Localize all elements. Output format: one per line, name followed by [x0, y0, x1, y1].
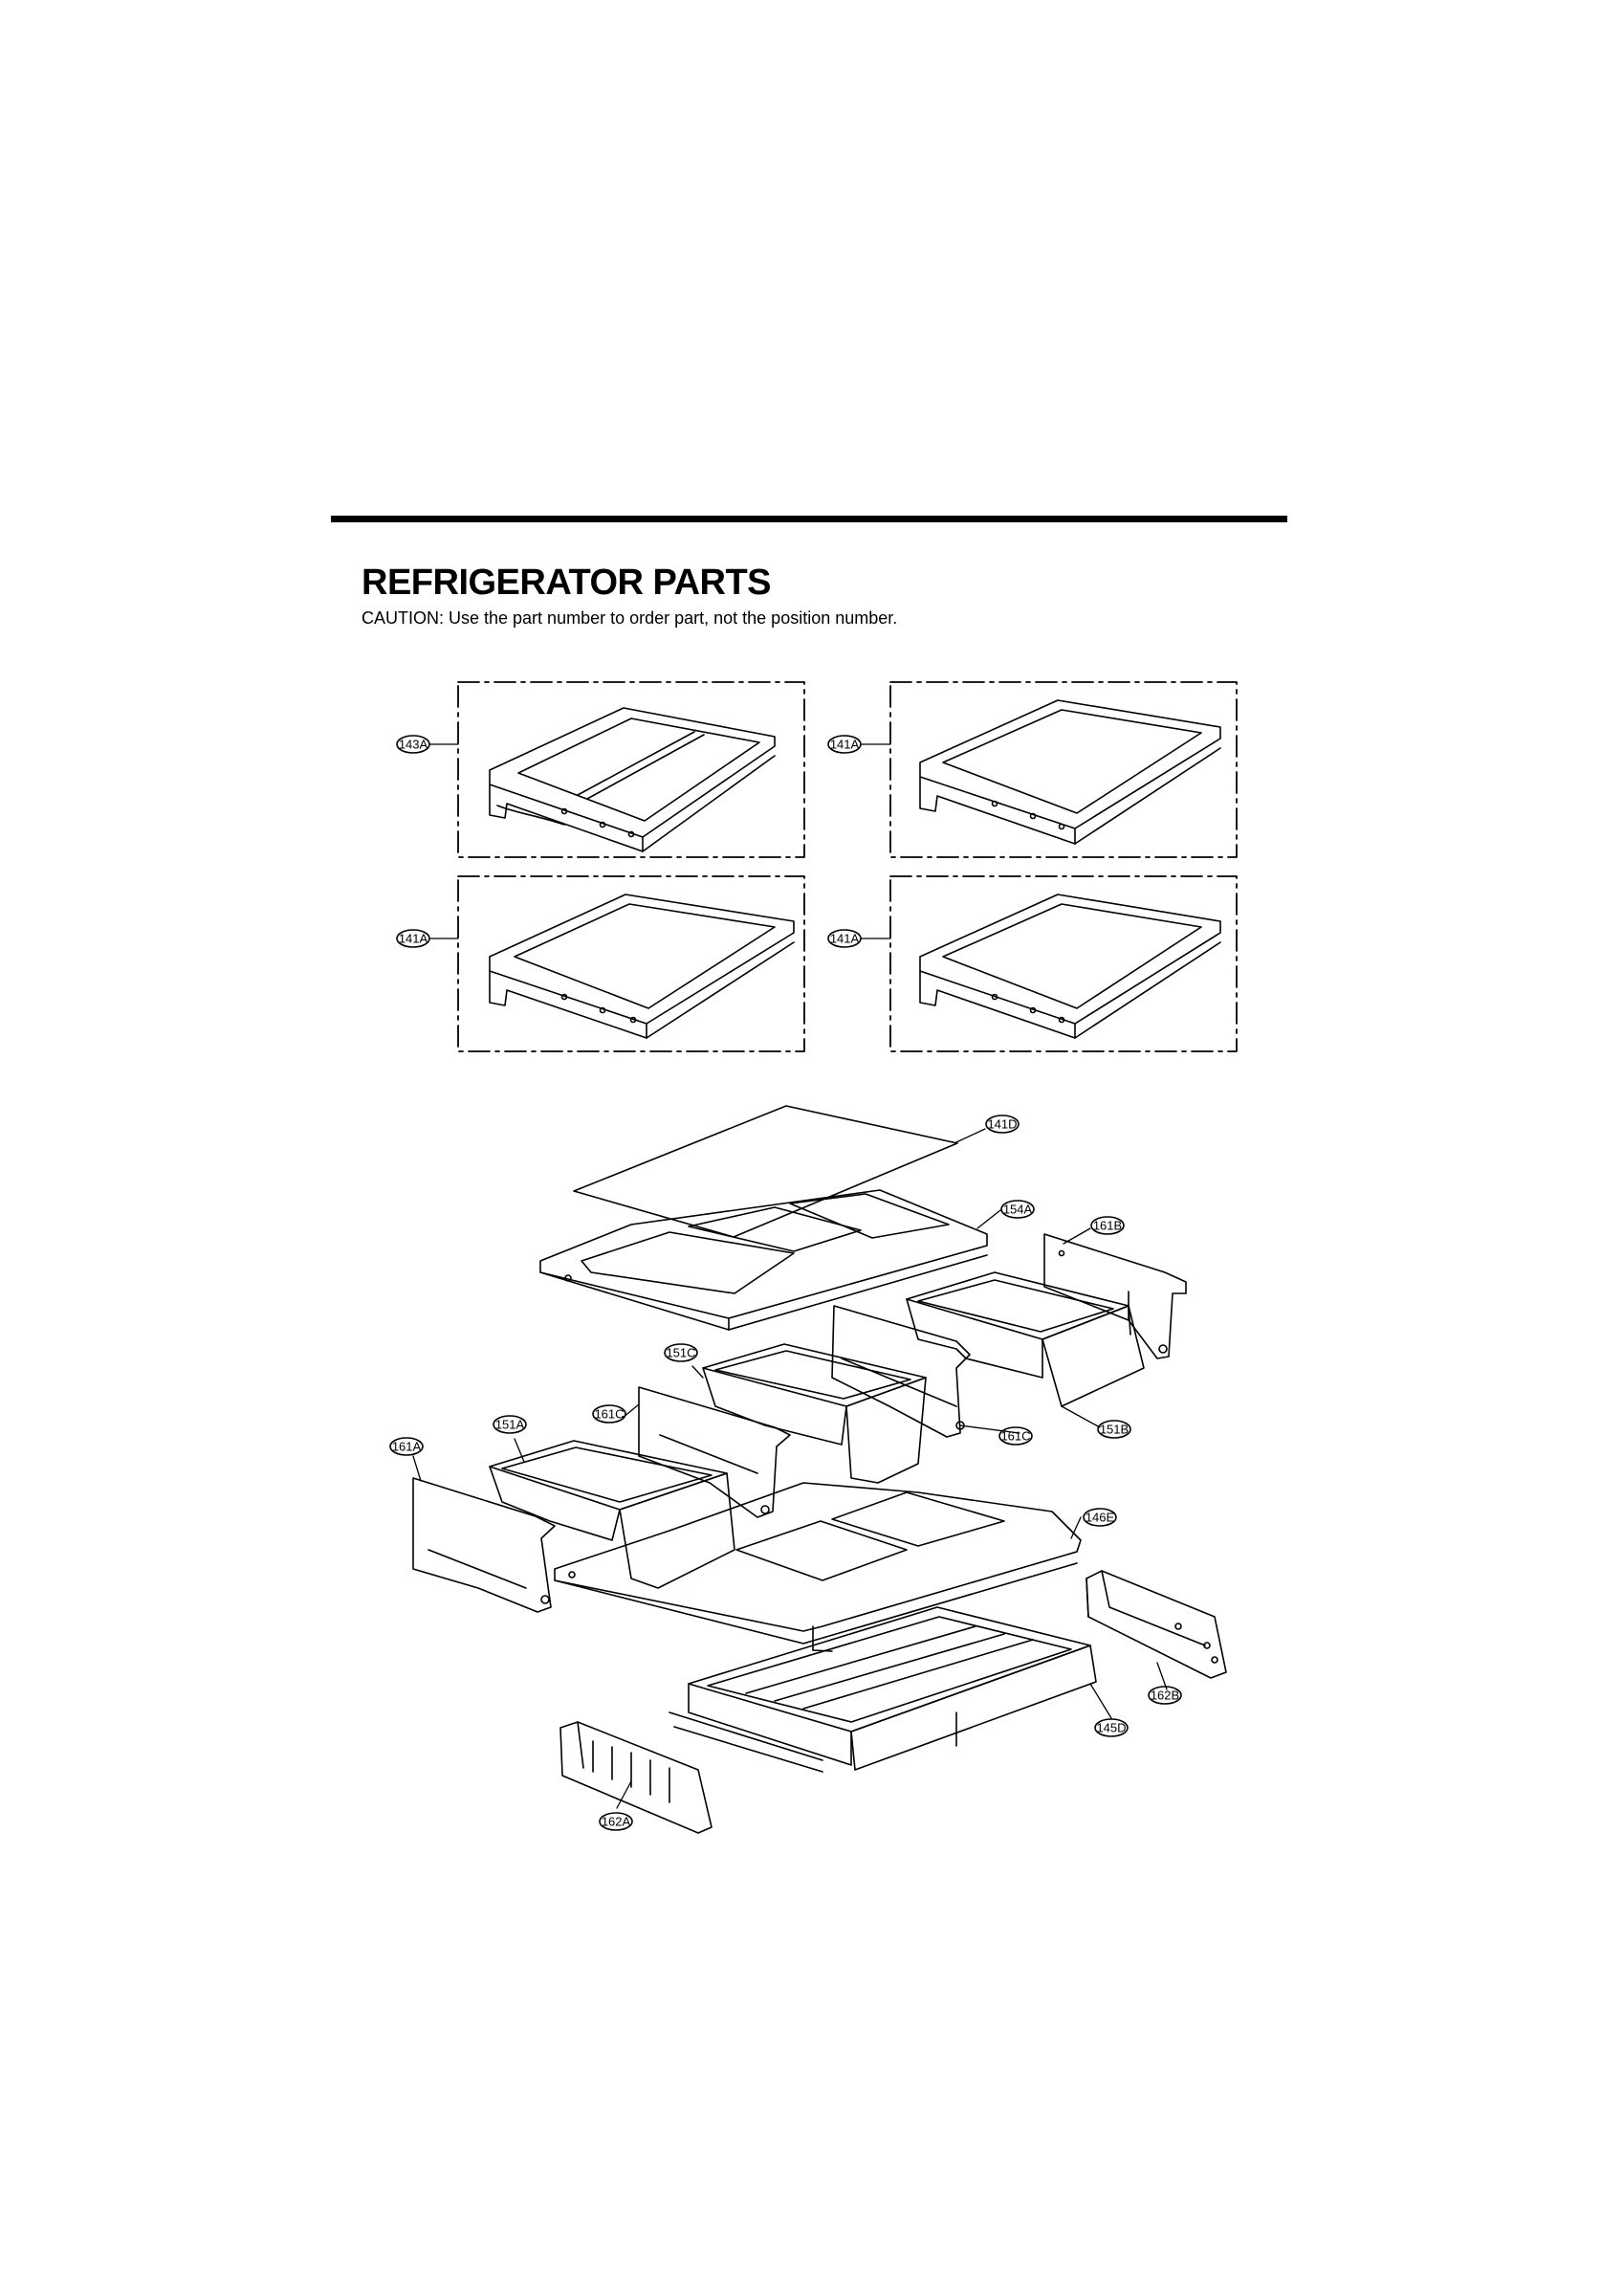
callout-141A-right: 141A	[827, 929, 862, 948]
shelf-143A	[489, 707, 776, 852]
shelf-141A-right	[919, 894, 1221, 1039]
crisper-drawer-151B	[906, 1271, 1145, 1407]
crisper-cover-154A	[539, 1189, 988, 1331]
callout-161B: 161B	[1090, 1216, 1125, 1235]
callout-151A-text: 151A	[495, 1418, 525, 1432]
callout-141D-text: 141D	[987, 1117, 1017, 1132]
callout-145D: 145D	[1094, 1718, 1129, 1737]
callout-161C-left-text: 161C	[594, 1407, 624, 1422]
shelf-frames	[457, 681, 1238, 1052]
callout-143A: 143A	[396, 735, 430, 754]
frame-143A	[457, 681, 805, 858]
shelf-141A-top	[919, 699, 1221, 845]
callout-151C: 151C	[664, 1343, 698, 1362]
callout-151B-text: 151B	[1100, 1423, 1129, 1437]
callout-146E: 146E	[1083, 1508, 1117, 1527]
divider-161A	[412, 1477, 556, 1613]
frame-141A-right	[889, 875, 1238, 1052]
leader-lines	[412, 743, 1168, 1809]
callout-151A: 151A	[493, 1415, 527, 1434]
callout-141A-top: 141A	[827, 735, 862, 754]
callout-161C-left: 161C	[592, 1404, 626, 1424]
page-title: REFRIGERATOR PARTS	[362, 563, 772, 603]
callout-161C-right: 161C	[998, 1426, 1033, 1446]
divider-161C-left	[638, 1386, 791, 1518]
frame-141A-top	[889, 681, 1238, 858]
bracket-162B	[1086, 1570, 1227, 1679]
callout-162B: 162B	[1148, 1686, 1182, 1705]
caution-note: CAUTION: Use the part number to order pa…	[362, 608, 898, 628]
callout-141A-left: 141A	[396, 929, 430, 948]
callout-141A-left-text: 141A	[399, 932, 428, 946]
callout-161C-right-text: 161C	[1000, 1429, 1030, 1444]
callout-146E-text: 146E	[1086, 1511, 1115, 1525]
callout-154A: 154A	[1000, 1200, 1035, 1219]
callouts: 143A 141A 141A 141A 141D 154A 161B 151C	[389, 735, 1182, 1831]
callout-151C-text: 151C	[666, 1346, 695, 1360]
divider-161B	[1043, 1233, 1187, 1359]
header-rule	[331, 516, 1287, 522]
shelf-141A-left	[489, 894, 795, 1039]
frame-141A-left	[457, 875, 805, 1052]
callout-143A-text: 143A	[399, 738, 428, 752]
callout-141A-top-text: 141A	[830, 738, 860, 752]
callout-162A-text: 162A	[602, 1815, 631, 1829]
freezer-drawer-145D	[669, 1606, 1097, 1773]
callout-151B: 151B	[1097, 1420, 1131, 1439]
callout-145D-text: 145D	[1096, 1721, 1126, 1735]
callout-161B-text: 161B	[1093, 1219, 1122, 1233]
callout-162A: 162A	[599, 1812, 633, 1831]
bracket-162A	[559, 1721, 713, 1834]
crisper-drawer-151C	[702, 1343, 927, 1484]
callout-141D: 141D	[985, 1115, 1020, 1134]
crisper-drawer-151A	[489, 1440, 735, 1589]
callout-162B-text: 162B	[1151, 1689, 1179, 1703]
callout-161A-text: 161A	[392, 1440, 422, 1454]
callout-154A-text: 154A	[1003, 1203, 1033, 1217]
crisper-tray-146E	[554, 1482, 1082, 1652]
callout-161A: 161A	[389, 1437, 424, 1456]
glass-panel-141D	[573, 1105, 958, 1238]
callout-141A-right-text: 141A	[830, 932, 860, 946]
